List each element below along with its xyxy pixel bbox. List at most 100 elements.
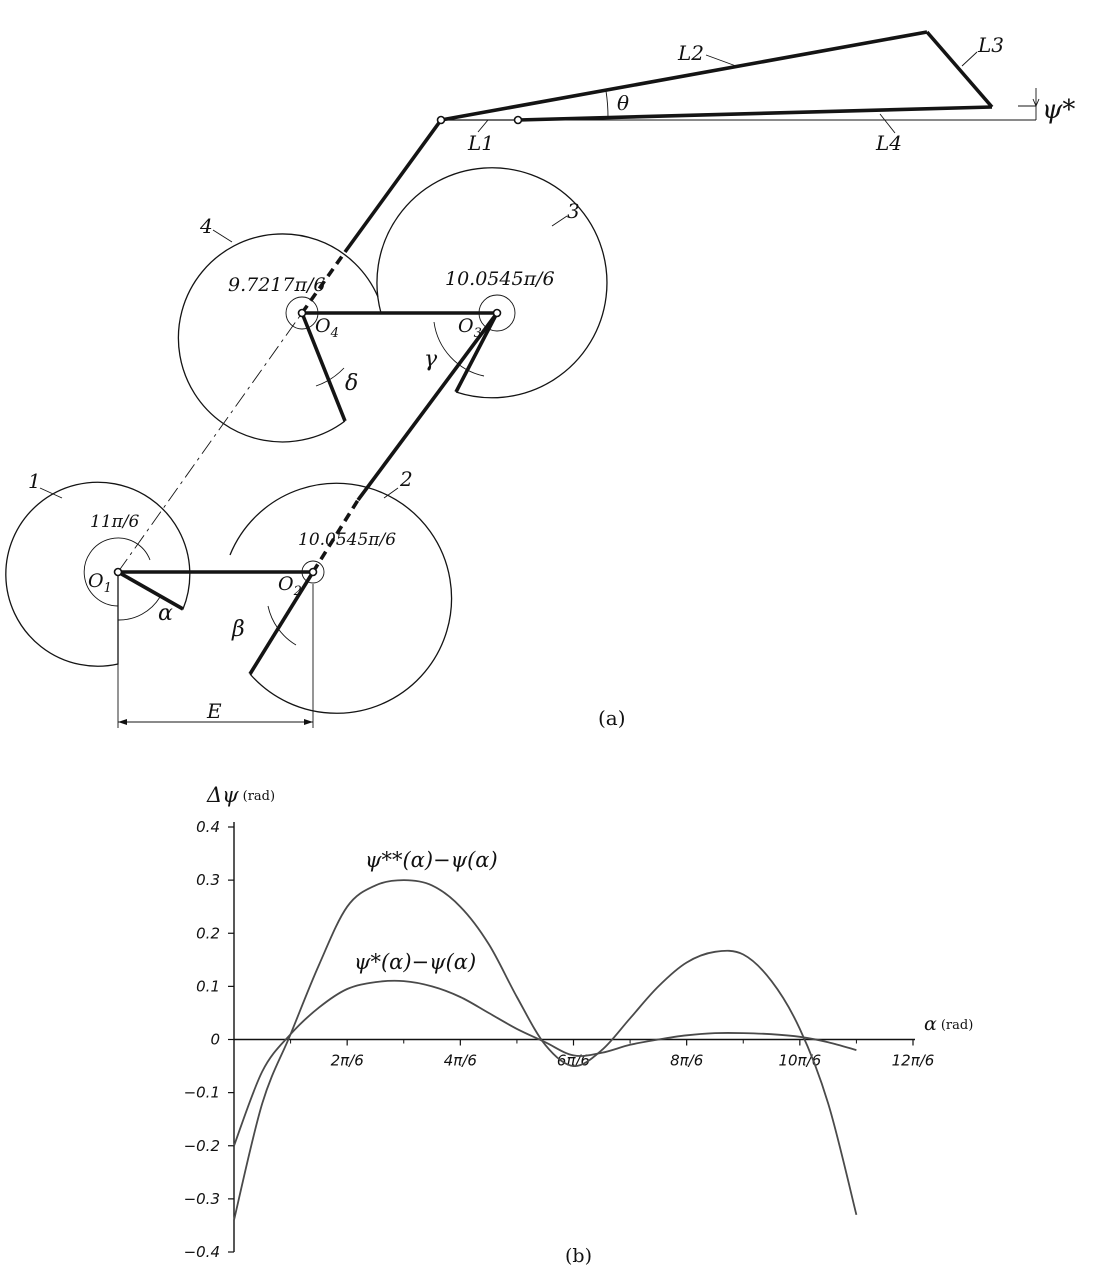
dimension-e-left-arrow — [118, 719, 127, 725]
center-subscript: 4 — [330, 326, 339, 341]
x-tick-label: 4π/6 — [444, 1052, 477, 1070]
label-gear-2: 2 — [399, 467, 413, 491]
angle-gear-1: 11π/6 — [90, 512, 140, 532]
panel-label-b: (b) — [565, 1245, 592, 1267]
dimension-e-right-arrow — [304, 719, 313, 725]
label-theta: θ — [617, 91, 629, 115]
y-tick-label: −0.3 — [184, 1190, 220, 1208]
label-gear-1: 1 — [28, 469, 41, 493]
label-L1: L1 — [467, 131, 494, 155]
arm-gear-2 — [248, 571, 315, 675]
leader-L3 — [961, 51, 978, 67]
leader-gear-4 — [212, 229, 233, 243]
output-arm-dashed — [300, 250, 347, 315]
series-line-psi-double-star — [233, 879, 858, 1221]
leader-L1 — [477, 119, 489, 133]
link-L3 — [925, 30, 994, 109]
label-gear-4: 4 — [199, 214, 213, 238]
y-tick-label: 0.3 — [196, 871, 220, 889]
gear-1 — [5, 481, 191, 667]
delta-arc — [315, 367, 345, 387]
leader-gear-3 — [551, 215, 568, 227]
alpha-arc — [117, 596, 161, 621]
label-e: E — [206, 699, 222, 723]
leader-L4 — [879, 113, 896, 134]
gear-4 — [177, 233, 379, 443]
label-L4: L4 — [875, 131, 902, 155]
label-gear-3: 3 — [567, 199, 580, 223]
beta-arc — [267, 605, 297, 646]
x-axis-label-unit: (rad) — [941, 1018, 973, 1033]
y-tick-label: −0.4 — [184, 1243, 220, 1261]
dimension-e — [117, 584, 314, 728]
y-axis-label-unit: (rad) — [243, 789, 275, 804]
x-tick-label: 8π/6 — [670, 1052, 703, 1070]
panel-label-a: (a) — [598, 706, 626, 730]
pivot-o4 — [297, 308, 307, 318]
gear-2 — [229, 482, 453, 714]
pivot-o2 — [308, 567, 318, 577]
series-label-psi-star: ψ*(α)−ψ(α) — [354, 950, 476, 974]
arm-gear-3 — [454, 312, 499, 393]
construction-line — [117, 312, 303, 573]
y-axis-label: Δψ (rad) — [206, 783, 275, 807]
output-arm — [343, 118, 443, 254]
arm-gear-1 — [117, 570, 184, 611]
label-o1-text: O — [88, 570, 104, 592]
label-L3: L3 — [977, 33, 1004, 57]
angle-gear-4: 9.7217π/6 — [228, 274, 325, 296]
y-tick-label: −0.2 — [184, 1137, 220, 1155]
pivot-o3 — [492, 308, 502, 318]
rotation-ring-o3 — [478, 294, 516, 332]
pivot-o1 — [113, 567, 123, 577]
y-tick-label: 0.1 — [196, 977, 220, 995]
rotation-ring-o4 — [285, 296, 319, 330]
coupler-o2-o3 — [356, 311, 499, 502]
label-o2-text: O — [278, 573, 294, 595]
leader-gear-1 — [39, 487, 63, 499]
label-L2: L2 — [677, 41, 704, 65]
center-subscript: 1 — [104, 581, 112, 596]
series-line-psi-star — [233, 979, 857, 1147]
rotation-ring-o1 — [83, 537, 151, 607]
mechanism-diagram: L1 L2 L3 L4 ψ* θ 1 2 3 4 11π/6 10.0545π/… — [5, 30, 1075, 730]
x-axis-label: α (rad) — [924, 1013, 973, 1035]
link-L2 — [440, 30, 928, 122]
gamma-arc — [433, 321, 485, 377]
label-o4-text: O — [315, 315, 331, 337]
pivot-l1-left — [436, 115, 446, 125]
label-alpha: α — [158, 601, 173, 626]
label-beta: β — [231, 617, 245, 642]
label-delta: δ — [345, 371, 358, 396]
rotation-ring-o2 — [301, 560, 325, 584]
gear-3 — [376, 167, 608, 399]
center-subscript: 3 — [474, 326, 482, 341]
label-gamma: γ — [424, 347, 438, 372]
leader-gear-2 — [383, 487, 399, 499]
y-tick-label: 0.4 — [196, 818, 220, 836]
angle-gear-2: 10.0545π/6 — [298, 530, 396, 550]
x-tick-label: 12π/6 — [892, 1052, 935, 1070]
y-tick-label: 0 — [210, 1031, 220, 1049]
label-o2: O2 — [278, 573, 302, 599]
label-o1: O1 — [88, 570, 112, 596]
series-label-psi-double-star: ψ**(α)−ψ(α) — [365, 848, 498, 872]
y-tick-label: −0.1 — [184, 1084, 220, 1102]
link-L4 — [517, 105, 993, 122]
leader-L2 — [705, 54, 737, 67]
theta-arc — [605, 90, 609, 119]
pivot-l1-right — [513, 115, 523, 125]
label-o3: O3 — [458, 315, 482, 341]
label-o3-text: O — [458, 315, 474, 337]
angle-gear-3: 10.0545π/6 — [445, 268, 555, 290]
label-o4: O4 — [315, 315, 339, 341]
x-tick-label: 2π/6 — [331, 1052, 364, 1070]
y-tick-label: 0.2 — [196, 924, 220, 942]
x-axis-label-symbol: α — [924, 1013, 937, 1035]
x-tick-label: 10π/6 — [778, 1052, 821, 1070]
y-axis-label-symbol: Δψ — [206, 783, 239, 807]
